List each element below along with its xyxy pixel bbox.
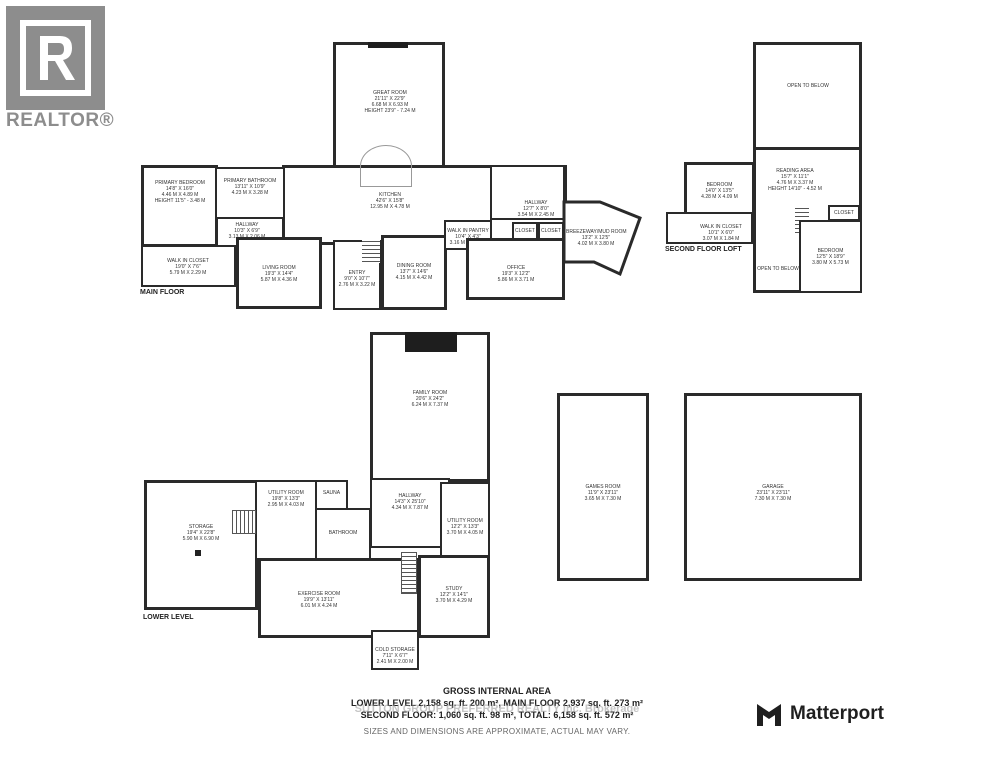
stairs-icon [362,238,380,263]
open-to-below-top-label: OPEN TO BELOW [787,83,829,89]
games-room-label: GAMES ROOM 11'9" x 23'11" 3.65 m x 7.30 … [584,484,622,502]
primary-bathroom [215,167,285,219]
island-icon [360,145,412,187]
storage-label: STORAGE 19'4" x 22'8" 5.90 m x 6.90 m [182,524,220,542]
primary-bedroom [141,165,218,247]
great-room-label: GREAT ROOM 21'11" x 22'9" 6.68 m x 6.93 … [364,90,416,114]
office [466,238,565,300]
sauna-label: SAUNA [322,490,341,496]
primary-bathroom-label: PRIMARY BATHROOM 13'11" x 10'9" 4.23 m x… [223,178,277,196]
main-floor-label: MAIN FLOOR [140,289,185,296]
utility-room-left-label: UTILITY ROOM 19'8" x 13'3" 2.95 m x 4.03… [267,490,305,508]
walk-in-closet-loft [666,212,753,244]
walk-in-closet-main-label: WALK IN CLOSET 19'0" x 7'6" 5.79 m x 2.2… [167,258,209,276]
matterport-wordmark: Matterport [790,703,884,724]
utility-room-right [440,482,490,557]
hallway-main-right [490,165,565,220]
walk-in-closet-loft-label: WALK IN CLOSET 10'1" x 6'0" 3.07 m x 1.8… [700,224,742,242]
primary-bedroom-label: PRIMARY BEDROOM 14'8" x 16'0" 4.46 m x 4… [154,180,206,204]
closet-b-label: CLOSET [540,228,561,234]
exercise-room-label: EXERCISE ROOM 19'9" x 13'11" 6.01 m x 4.… [297,591,341,609]
lower-stairs-right-icon [401,552,417,594]
cold-storage [371,630,419,670]
hallway-lower [370,478,450,548]
breezeway-label: BREEZEWAY/MUD ROOM 13'2" x 12'5" 4.02 m … [566,229,627,247]
second-floor-label: SECOND FLOOR LOFT [665,246,742,253]
gross-area-line-1: LOWER LEVEL 2,158 sq. ft. 200 m², MAIN F… [351,698,643,708]
study-label: STUDY 12'2" x 14'1" 3.70 m x 4.29 m [435,586,473,604]
lower-level-label: LOWER LEVEL [143,614,194,621]
bedroom-loft-right-label: BEDROOM 12'5" x 18'9" 3.80 m x 5.73 m [812,248,849,266]
open-to-below-top [753,42,862,150]
storage [144,480,258,610]
dining-room-label: DINING ROOM 13'7" x 14'6" 4.15 m x 4.42 … [395,263,433,281]
utility-room-right-label: UTILITY ROOM 12'2" x 13'3" 3.70 m x 4.05… [446,518,484,536]
family-fireplace-icon [405,332,457,352]
gross-area-line-2: SECOND FLOOR: 1,060 sq. ft. 98 m², TOTAL… [360,710,634,720]
sauna [315,480,348,510]
bathroom-lower-label: BATHROOM [328,530,358,536]
family-room [370,332,490,482]
brokerage-watermark: SUTTON GROUP PREFERRED REALTY Inc. Broke… [354,703,640,715]
bedroom-loft-right [799,220,862,293]
matterport-logo-icon [757,704,781,726]
reading-area-label: READING AREA 15'7" x 11'1" 4.76 m x 3.37… [768,168,822,192]
kitchen-label: KITCHEN 42'6" x 15'8" 12.95 m x 4.78 m [370,192,410,210]
family-room-label: FAMILY ROOM 20'6" x 24'2" 6.24 m x 7.37 … [411,390,449,408]
living-room [236,237,322,309]
realtor-r-icon [20,20,91,96]
fireplace-icon [368,42,408,48]
breezeway-outline [562,200,642,277]
entry-label: ENTRY 9'0" x 10'7" 2.76 m x 3.22 m [338,270,376,288]
dining-room [381,235,447,310]
garage [684,393,862,581]
closet-c-label: CLOSET [833,210,854,216]
cold-storage-label: COLD STORAGE 7'11" x 6'7" 2.41 m x 2.00 … [375,647,415,665]
dimensions-disclaimer: SIZES AND DIMENSIONS ARE APPROXIMATE, AC… [363,727,631,736]
hallway-main-right-label: HALLWAY 12'7" x 8'0" 3.54 m x 2.45 m [517,200,555,218]
games-room [557,393,649,581]
office-label: OFFICE 19'3" x 12'2" 5.86 m x 3.71 m [497,265,535,283]
living-room-label: LIVING ROOM 19'3" x 14'4" 5.87 m x 4.36 … [260,265,298,283]
lower-stairs-left-icon [232,510,256,534]
study [418,555,490,638]
closet-a-label: CLOSET [514,228,535,234]
realtor-logo [6,6,105,110]
bedroom-loft-left-label: BEDROOM 14'0" x 13'5" 4.28 m x 4.09 m [701,182,738,200]
gross-area-title: GROSS INTERNAL AREA [442,686,551,696]
garage-label: GARAGE 23'11" x 23'11" 7.30 m x 7.30 m [754,484,792,502]
column-icon [195,550,201,556]
hallway-lower-label: HALLWAY 14'3" x 25'10" 4.34 m x 7.87 m [391,493,429,511]
walk-in-closet-main [141,245,236,287]
realtor-wordmark: REALTOR® [6,110,115,131]
open-to-below-bottom-label: OPEN TO BELOW [757,266,799,272]
